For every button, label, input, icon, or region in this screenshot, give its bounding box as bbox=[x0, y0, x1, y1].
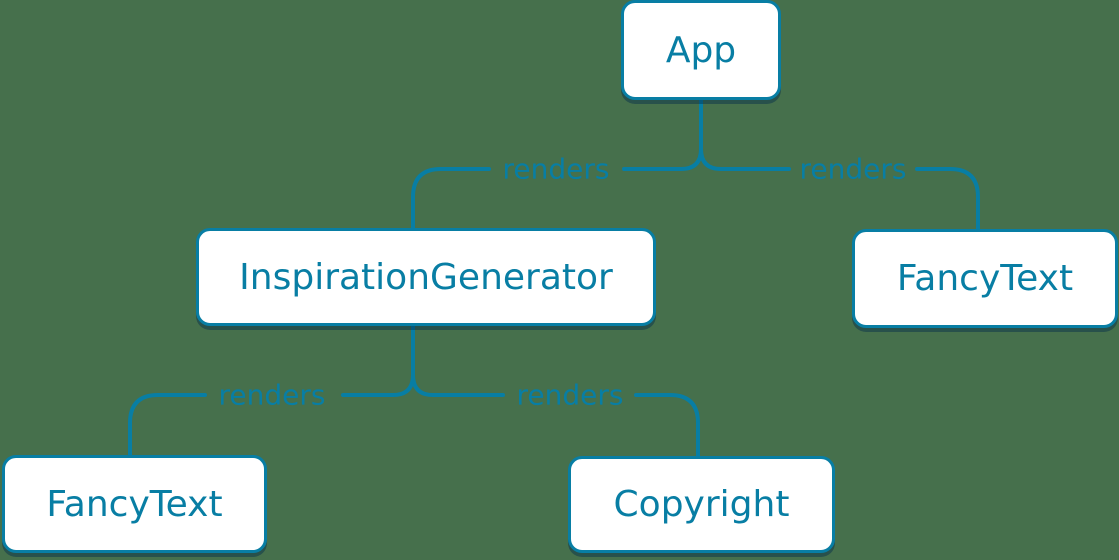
edge-label-renders-app-inspirationgenerator: renders bbox=[502, 152, 610, 186]
node-app-label: App bbox=[665, 29, 737, 71]
node-fancy-text-bottom-label: FancyText bbox=[46, 483, 223, 525]
node-inspiration-generator-label: InspirationGenerator bbox=[239, 256, 613, 298]
node-copyright-label: Copyright bbox=[613, 484, 790, 525]
node-fancy-text-top: FancyText bbox=[852, 229, 1118, 328]
edge-label-renders-inspirationgenerator-fancytext: renders bbox=[218, 378, 326, 412]
edge-app-to-fancytext bbox=[699, 98, 980, 231]
node-app: App bbox=[621, 0, 781, 100]
node-fancy-text-top-label: FancyText bbox=[896, 258, 1074, 299]
node-copyright: Copyright bbox=[568, 456, 835, 553]
node-fancy-text-bottom: FancyText bbox=[2, 455, 267, 553]
node-inspiration-generator: InspirationGenerator bbox=[196, 228, 656, 326]
edge-label-renders-inspirationgenerator-copyright: renders bbox=[516, 378, 624, 412]
edge-inspirationgenerator-to-copyright bbox=[411, 324, 700, 458]
edge-label-renders-app-fancytext: renders bbox=[799, 152, 907, 186]
